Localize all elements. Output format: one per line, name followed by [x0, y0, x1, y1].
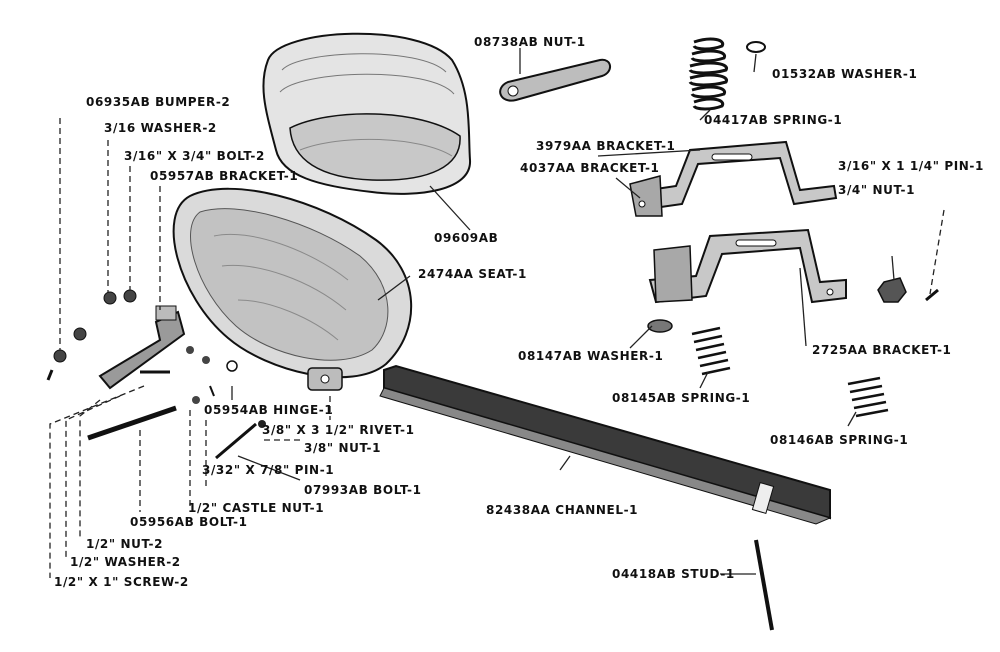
label-bracket-05957: 05957AB BRACKET-1 — [150, 169, 298, 183]
label-nut-34: 3/4" NUT-1 — [838, 183, 915, 197]
label-bolt-316: 3/16" X 3/4" BOLT-2 — [124, 149, 265, 163]
spring-08145 — [691, 326, 731, 376]
label-pin-332: 3/32" X 7/8" PIN-1 — [202, 463, 334, 477]
label-nut-12: 1/2" NUT-2 — [86, 537, 163, 551]
label-spring-08146: 08146AB SPRING-1 — [770, 433, 908, 447]
nut-08738-lever — [499, 58, 611, 102]
bolt-07993 — [215, 422, 257, 460]
label-nut-08738: 08738AB NUT-1 — [474, 35, 586, 49]
label-screw-12: 1/2" X 1" SCREW-2 — [54, 575, 189, 589]
small-hardware-left — [46, 289, 215, 404]
label-channel-82438: 82438AA CHANNEL-1 — [486, 503, 638, 517]
label-spring-08145: 08145AB SPRING-1 — [612, 391, 750, 405]
label-bumper-06935: 06935AB BUMPER-2 — [86, 95, 230, 109]
bolt-05956 — [87, 405, 177, 441]
label-bracket-4037: 4037AA BRACKET-1 — [520, 161, 659, 175]
channel-82438 — [379, 364, 832, 525]
washer-01532 — [746, 41, 766, 53]
label-castle-nut: 1/2" CASTLE NUT-1 — [188, 501, 324, 515]
seat-cushion — [262, 32, 472, 195]
label-bracket-3979: 3979AA BRACKET-1 — [536, 139, 675, 153]
bracket-2725 — [648, 228, 847, 304]
label-hinge-05954: 05954AB HINGE-1 — [204, 403, 333, 417]
label-washer-12: 1/2" WASHER-2 — [70, 555, 181, 569]
label-bolt-07993: 07993AB BOLT-1 — [304, 483, 422, 497]
washer-08147 — [647, 319, 673, 333]
label-washer-08147: 08147AB WASHER-1 — [518, 349, 663, 363]
spring-08146 — [847, 376, 889, 418]
label-nut-38: 3/8" NUT-1 — [304, 441, 381, 455]
label-cushion-09609: 09609AB — [434, 231, 498, 245]
callout-labels: 08738AB NUT-1 01532AB WASHER-1 04417AB S… — [54, 35, 984, 589]
nut-34-and-pin — [877, 277, 939, 303]
bracket-3979-4037 — [629, 140, 838, 217]
label-washer-316: 3/16 WASHER-2 — [104, 121, 217, 135]
label-washer-01532: 01532AB WASHER-1 — [772, 67, 917, 81]
stud-04418 — [754, 539, 774, 631]
label-stud-04418: 04418AB STUD-1 — [612, 567, 735, 581]
label-bracket-2725: 2725AA BRACKET-1 — [812, 343, 951, 357]
label-bolt-05956: 05956AB BOLT-1 — [130, 515, 248, 529]
metal-seat — [172, 187, 413, 391]
spring-04417 — [688, 37, 729, 111]
label-spring-04417: 04417AB SPRING-1 — [704, 113, 842, 127]
label-seat-2474: 2474AA SEAT-1 — [418, 267, 527, 281]
leader-lines — [49, 48, 945, 578]
bracket-05957 — [98, 305, 186, 390]
rivet-head — [258, 420, 266, 428]
label-rivet-38: 3/8" X 3 1/2" RIVET-1 — [262, 423, 415, 437]
label-pin-316: 3/16" X 1 1/4" PIN-1 — [838, 159, 984, 173]
